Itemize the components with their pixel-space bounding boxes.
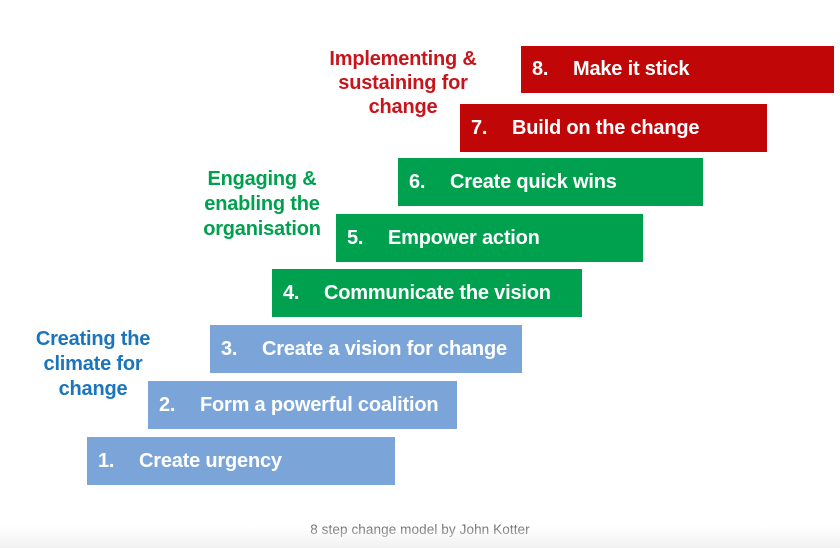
step-bar-8: 8. Make it stick	[521, 46, 834, 93]
step-number: 5.	[347, 226, 364, 249]
group-label-implementing: Implementing & sustaining for change	[320, 47, 486, 119]
step-label: Empower action	[388, 226, 540, 249]
group-label-line: climate for	[43, 353, 143, 375]
step-bar-6: 6. Create quick wins	[398, 158, 703, 206]
step-bar-1: 1. Create urgency	[87, 437, 395, 485]
group-label-line: Creating the	[35, 328, 151, 350]
step-label: Form a powerful coalition	[200, 393, 439, 416]
step-bar-2: 2. Form a powerful coalition	[148, 381, 457, 429]
step-label: Create urgency	[139, 449, 282, 472]
group-label-line: change	[368, 96, 438, 118]
caption: 8 step change model by John Kotter	[310, 522, 530, 537]
step-bar-4: 4. Communicate the vision	[272, 269, 582, 317]
group-label-line: Engaging &	[207, 168, 317, 190]
group-label-line: organisation	[203, 218, 321, 240]
step-number: 2.	[159, 393, 176, 416]
step-label: Create quick wins	[450, 170, 617, 193]
step-bar-7: 7. Build on the change	[460, 104, 767, 152]
step-number: 6.	[409, 170, 426, 193]
step-number: 7.	[471, 116, 488, 139]
step-bar-3: 3. Create a vision for change	[210, 325, 522, 373]
step-number: 8.	[532, 58, 549, 80]
group-label-climate: Creating the climate for change	[12, 327, 174, 402]
group-label-line: change	[58, 378, 128, 400]
step-number: 4.	[283, 281, 300, 304]
step-label: Build on the change	[512, 116, 700, 139]
group-label-line: Implementing &	[329, 48, 477, 70]
group-label-engaging: Engaging & enabling the organisation	[180, 167, 344, 242]
step-label: Make it stick	[573, 58, 690, 80]
step-number: 3.	[221, 337, 238, 360]
step-label: Create a vision for change	[262, 337, 507, 360]
step-bar-5: 5. Empower action	[336, 214, 643, 262]
step-label: Communicate the vision	[324, 281, 551, 304]
group-label-line: enabling the	[204, 193, 320, 215]
step-number: 1.	[98, 449, 115, 472]
group-label-line: sustaining for	[338, 72, 468, 94]
